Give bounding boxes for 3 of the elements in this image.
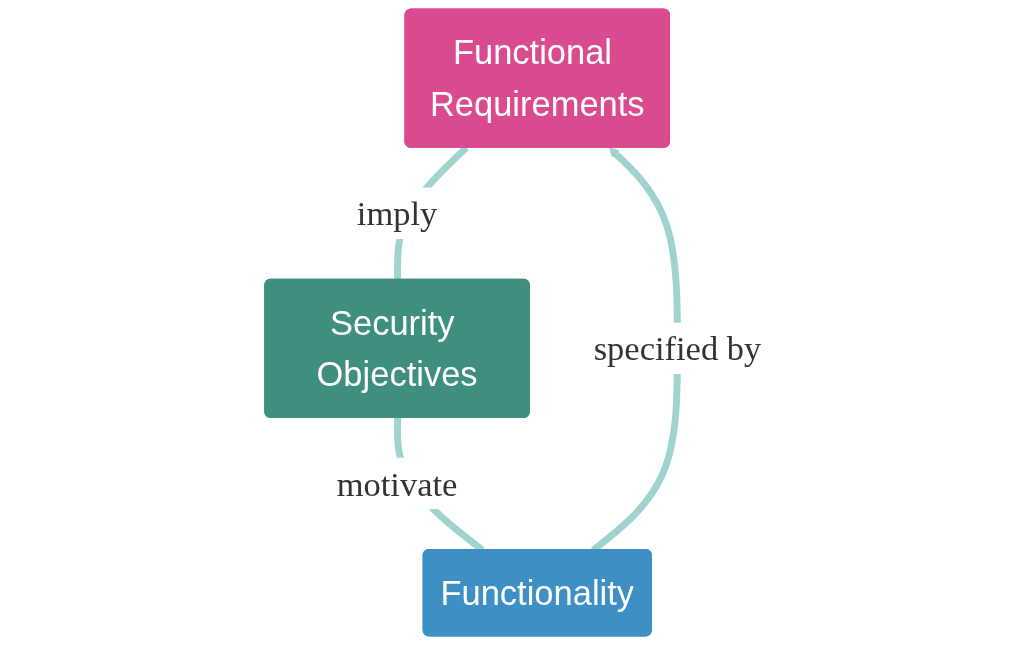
- edge-label: specified by: [593, 329, 762, 368]
- edge-label: motivate: [336, 464, 458, 503]
- edge-label: imply: [356, 194, 438, 233]
